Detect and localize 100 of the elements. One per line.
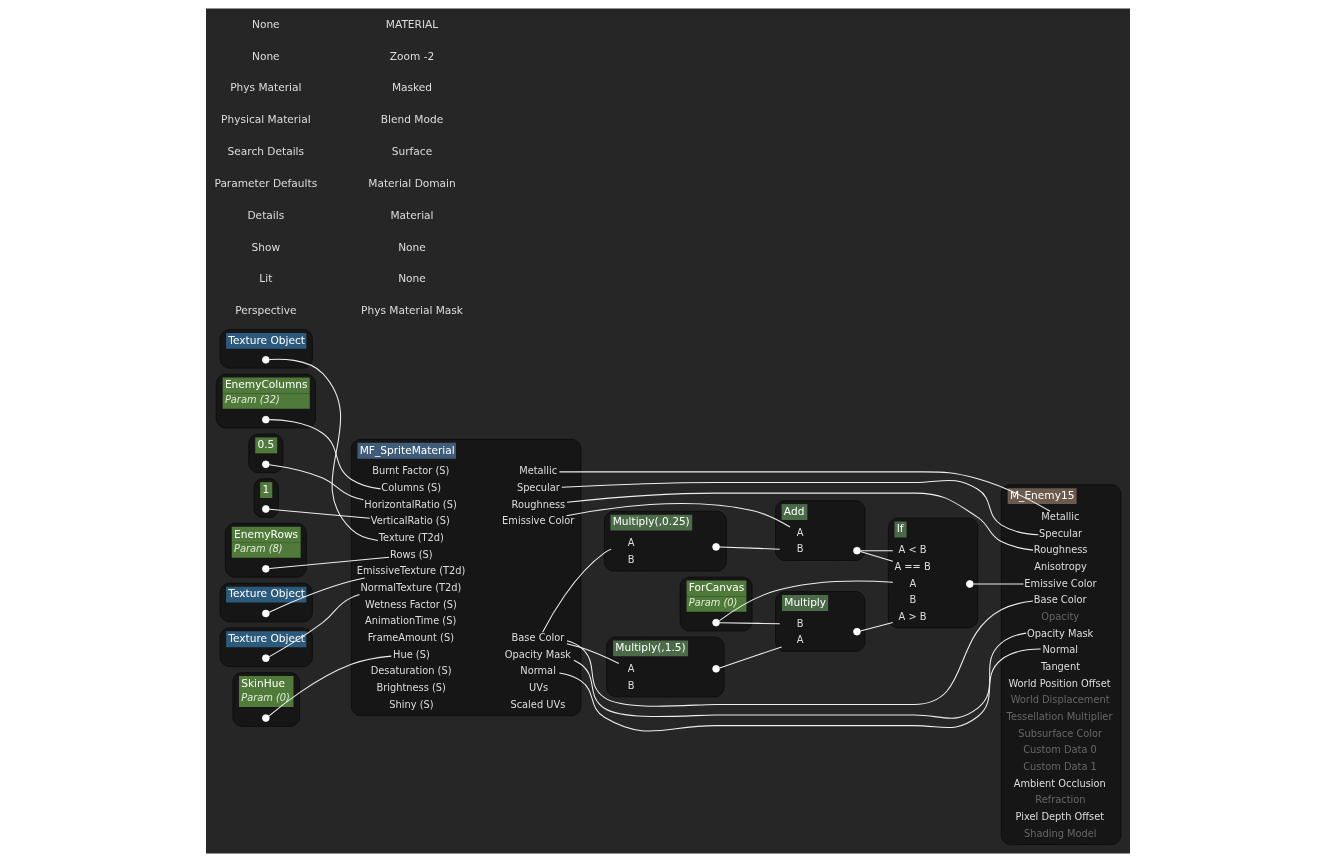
connector [972,583,1024,585]
connector [719,622,781,625]
label: Physical Material [221,113,311,126]
node-text: Specular [516,482,560,494]
node-circle [853,627,861,636]
cluster: Texture Object [219,582,313,623]
node-text: Brightness (S) [376,682,446,694]
node-text: Subsurface Color [1018,727,1103,739]
node-text: Shading Model [1023,827,1097,839]
connector [573,632,1027,719]
node-text: A == B [894,560,931,572]
label: Surface [391,145,433,158]
label: Material [390,208,434,221]
node-text: World Position Offset [1008,677,1111,689]
label: Phys Material Mask [361,304,463,317]
label: None [252,49,280,62]
node-text: Ambient Occlusion [1013,777,1106,789]
node-text: HorizontalRatio (S) [364,498,457,510]
connector [268,358,379,541]
node-circle [853,546,861,555]
node-text: Base Color [511,632,565,644]
label: None [252,17,280,30]
cluster: 1 [253,478,279,518]
connector [859,622,894,632]
node-text: Texture (T2d) [378,532,444,544]
node-text: Refraction [1035,794,1086,806]
node-circle [262,714,270,722]
node-text: Roughness [511,498,566,510]
node-text: Hue (S) [393,648,430,660]
connector [718,580,894,622]
node-text: Emissive Color [1024,577,1097,589]
connector [542,548,612,633]
connector [268,508,371,519]
node-text: Rows (S) [390,548,433,560]
node-text: Pixel Depth Offset [1015,810,1105,822]
node-text: A < B [898,544,927,556]
cluster: 0.5 [248,433,284,474]
node-text: Scaled UVs [510,698,566,710]
node-text: Desaturation (S) [370,665,452,677]
connector [268,577,366,613]
node-text: Columns (S) [381,482,442,494]
connector [566,492,1034,551]
node-text: Tangent [1041,660,1081,672]
node-text: Roughness [1033,544,1088,556]
connector [566,600,1034,707]
connector [558,648,1042,732]
label: Zoom -2 [389,49,435,62]
label: Material Domain [368,176,456,189]
node-text: UVs [529,682,549,694]
connector [566,503,791,528]
connector [268,655,392,717]
node-circle [262,415,270,424]
node-text: A [796,526,804,538]
connector [719,546,781,550]
connector [859,550,894,562]
node-text: B [796,617,804,629]
node-text: B [627,554,635,566]
cluster: EnemyColumns Param (32) [215,373,316,429]
node-text: VerticalRatio (S) [370,515,450,527]
node-text: Opacity Mask [504,648,572,660]
node-circle [712,665,720,673]
node-circle [262,565,270,573]
node-text: A [796,634,804,646]
label: Lit [259,272,273,285]
node-text: Burnt Factor (S) [372,465,450,477]
label: Details [247,208,285,221]
node-circle [262,460,270,469]
node-text: Custom Data 0 [1023,744,1097,756]
node-circle [262,609,270,618]
label: Masked [391,81,433,94]
label: None [398,240,426,253]
node-text: Tessellation Multiplier [1006,710,1113,722]
node-text: Anisotropy [1034,560,1087,572]
connector [268,464,364,501]
node-text: B [909,594,917,606]
node-circle [712,543,720,551]
node-text: Normal [520,665,556,677]
node-text: Shiny (S) [389,698,434,710]
label: Show [251,240,281,253]
node-text: Wetness Factor (S) [365,598,457,610]
node-text: World Displacement [1010,694,1110,706]
cluster: SkinHue Param (0) [232,672,300,727]
node-circle [966,580,974,588]
node-circle [262,654,270,662]
node-text: B [796,543,804,555]
connector [719,646,783,669]
node-circle [262,356,270,364]
label: None [398,272,426,285]
node-text: A [627,537,635,549]
label: Search Details [227,145,305,158]
connector [566,643,620,664]
node-text: B [627,679,635,691]
node-text: NormalTexture (T2d) [360,582,462,594]
label: Parameter Defaults [214,176,318,189]
connector [268,419,382,490]
node-text: Opacity Mask [1027,627,1094,639]
label: MATERIAL [385,17,439,30]
connector [860,550,894,552]
label: Blend Mode [380,113,444,126]
node-text: Base Color [1033,594,1087,606]
